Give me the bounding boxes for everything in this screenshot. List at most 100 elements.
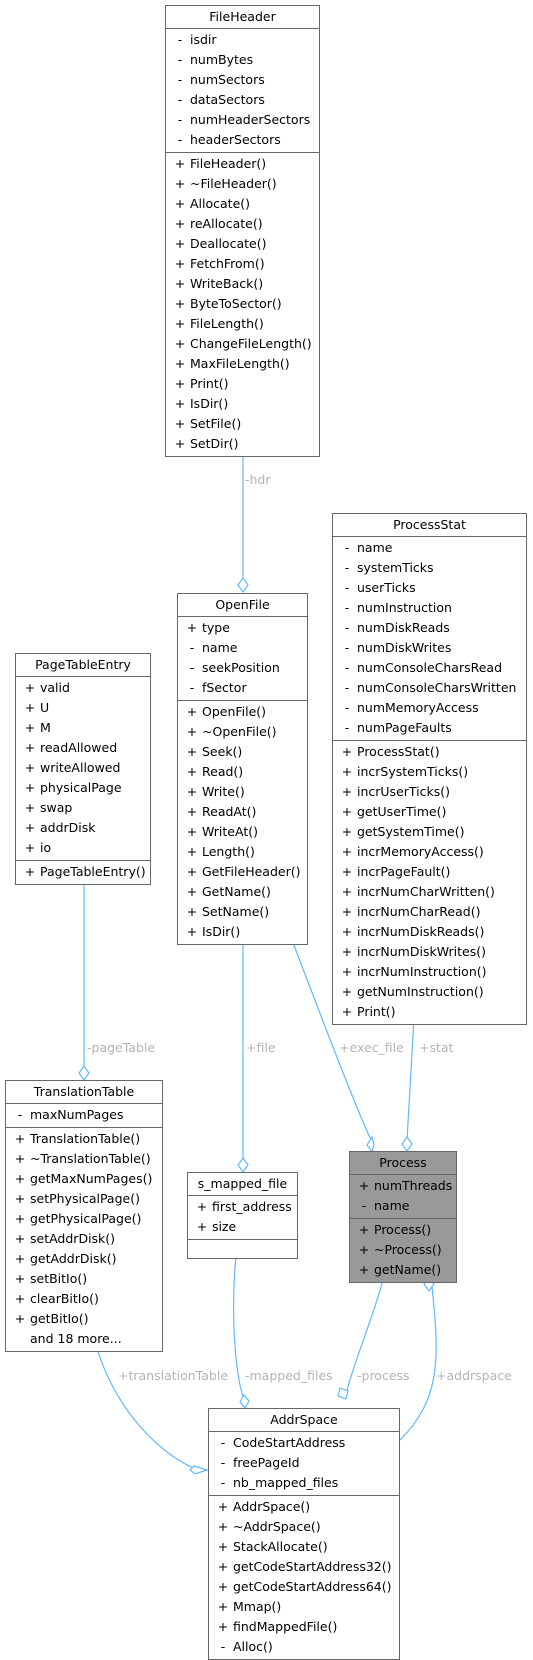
class-pagetableentry[interactable]: PageTableEntry+valid+U+M+readAllowed+wri… [15, 653, 151, 885]
visibility-marker: + [341, 864, 353, 879]
visibility-marker: + [341, 964, 353, 979]
method-name: StackAllocate() [233, 1539, 328, 1554]
attribute-name: numBytes [190, 52, 254, 67]
class-process[interactable]: Process+numThreads-name+Process()+~Proce… [349, 1151, 457, 1283]
method-row: +getName() [350, 1260, 456, 1280]
visibility-marker: - [189, 680, 195, 695]
visibility-marker: - [344, 640, 350, 655]
attribute-row: -numBytes [166, 50, 319, 70]
class-fileheader[interactable]: FileHeader-isdir-numBytes-numSectors-dat… [165, 5, 320, 457]
attribute-name: numHeaderSectors [190, 112, 311, 127]
more-members-note: and 18 more... [30, 1331, 122, 1346]
attribute-row: +swap [16, 798, 150, 818]
visibility-marker: - [17, 1107, 23, 1122]
class-openfile[interactable]: OpenFile+type-name-seekPosition-fSector+… [177, 593, 308, 945]
attributes-section: +first_address+size [188, 1196, 297, 1240]
method-row: +~FileHeader() [166, 174, 319, 194]
visibility-marker: - [344, 560, 350, 575]
visibility-marker: + [174, 316, 186, 331]
edge-label-stat: +stat [419, 1040, 454, 1055]
visibility-marker: - [220, 1435, 226, 1450]
visibility-marker: - [177, 32, 183, 47]
method-name: incrNumCharWritten() [357, 884, 495, 899]
attribute-name: readAllowed [40, 740, 118, 755]
visibility-marker: - [189, 660, 195, 675]
attribute-name: numPageFaults [357, 720, 452, 735]
edge-label-exec-file: +exec_file [339, 1040, 404, 1055]
class-processstat[interactable]: ProcessStat-name-systemTicks-userTicks-n… [332, 513, 527, 1025]
method-name: Alloc() [233, 1639, 273, 1654]
attribute-name: swap [40, 800, 73, 815]
visibility-marker: + [217, 1599, 229, 1614]
method-row: +Process() [350, 1220, 456, 1240]
method-name: incrUserTicks() [357, 784, 450, 799]
diamond-pagetable [78, 1064, 90, 1082]
attribute-row: -isdir [166, 30, 319, 50]
visibility-marker: + [341, 744, 353, 759]
diamond-exec-file [366, 1135, 375, 1154]
visibility-marker: + [14, 1131, 26, 1146]
method-row: + SetName() [178, 902, 307, 922]
method-row: +getBitIo() [6, 1309, 162, 1329]
class-addrspace[interactable]: AddrSpace-CodeStartAddress-freePageId-nb… [208, 1408, 400, 1660]
attribute-row: -CodeStartAddress [209, 1433, 399, 1453]
attribute-row: -numSectors [166, 70, 319, 90]
visibility-marker: + [14, 1211, 26, 1226]
visibility-marker: + [24, 820, 36, 835]
visibility-marker: - [344, 600, 350, 615]
attribute-name: size [212, 1219, 237, 1234]
visibility-marker: + [186, 844, 198, 859]
method-row: +FileLength() [166, 314, 319, 334]
method-name: incrNumCharRead() [357, 904, 481, 919]
method-name: Allocate() [190, 196, 251, 211]
method-row: +~TranslationTable() [6, 1149, 162, 1169]
visibility-marker: + [217, 1579, 229, 1594]
attributes-section: +numThreads-name [350, 1175, 456, 1219]
visibility-marker: + [341, 904, 353, 919]
method-name: incrNumDiskWrites() [357, 944, 486, 959]
attribute-name: first_address [212, 1199, 292, 1214]
visibility-marker: + [217, 1499, 229, 1514]
method-row: +Read() [178, 762, 307, 782]
visibility-marker: - [177, 52, 183, 67]
method-name: Read() [202, 764, 244, 779]
attribute-name: type [202, 620, 230, 635]
attribute-row: -numConsoleCharsWritten [333, 678, 526, 698]
visibility-marker: + [174, 436, 186, 451]
attributes-section: -isdir-numBytes-numSectors-dataSectors-n… [166, 29, 319, 153]
attribute-row: +valid [16, 678, 150, 698]
visibility-marker: - [344, 580, 350, 595]
attribute-row: -numMemoryAccess [333, 698, 526, 718]
method-name: incrMemoryAccess() [357, 844, 484, 859]
visibility-marker: + [186, 904, 198, 919]
attribute-row: +size [188, 1217, 297, 1237]
method-row: +setPhysicalPage() [6, 1189, 162, 1209]
method-name: findMappedFile() [233, 1619, 338, 1634]
attribute-row: +first_address [188, 1197, 297, 1217]
edge-label-process: -process [357, 1368, 410, 1383]
attribute-row: +type [178, 618, 307, 638]
class-translationtable[interactable]: TranslationTable-maxNumPages+Translation… [5, 1080, 163, 1352]
visibility-marker: + [186, 744, 198, 759]
visibility-marker: + [341, 844, 353, 859]
edge-label-hdr: -hdr [245, 472, 271, 487]
attribute-row: -numInstruction [333, 598, 526, 618]
visibility-marker: - [189, 640, 195, 655]
attribute-row: -numConsoleCharsRead [333, 658, 526, 678]
methods-section: +ProcessStat()+incrSystemTicks()+incrUse… [333, 741, 526, 1024]
method-row: +Print() [166, 374, 319, 394]
method-row: +ByteToSector() [166, 294, 319, 314]
method-row: +getCodeStartAddress64() [209, 1577, 399, 1597]
method-row: +getCodeStartAddress32() [209, 1557, 399, 1577]
visibility-marker: - [344, 720, 350, 735]
visibility-marker: + [24, 780, 36, 795]
attribute-name: U [40, 700, 50, 715]
edge-addrspace [399, 1286, 437, 1441]
method-name: SetName() [202, 904, 270, 919]
method-row: +Mmap() [209, 1597, 399, 1617]
visibility-marker: + [186, 924, 198, 939]
class-smappedfile[interactable]: s_mapped_file+first_address+size [187, 1172, 298, 1259]
method-name: getMaxNumPages() [30, 1171, 153, 1186]
attribute-name: numDiskWrites [357, 640, 452, 655]
class-name: s_mapped_file [188, 1173, 297, 1196]
